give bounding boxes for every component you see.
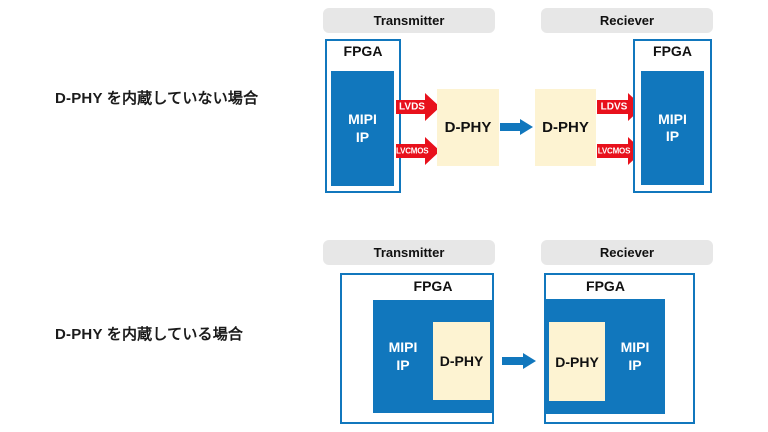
fpga-label-rx-external: FPGA: [653, 43, 692, 59]
lvds-arrow-tx: LVDS: [396, 93, 440, 121]
link-arrow-top: [500, 119, 533, 135]
dphy-block-rx-integrated: D-PHY: [549, 322, 605, 401]
header-receiver-bottom: Reciever: [541, 240, 713, 265]
arrow-body: [597, 100, 629, 114]
ldvs-arrow-label: LDVS: [600, 101, 628, 113]
arrow-head: [425, 137, 440, 165]
header-transmitter-bottom: Transmitter: [323, 240, 495, 265]
mipi-ip-block-tx-external: MIPI IP: [331, 71, 394, 186]
mipi-ip-label-tx: MIPI IP: [388, 339, 418, 373]
mipi-ip-label-rx: MIPI IP: [620, 339, 650, 373]
fpga-label-tx-external: FPGA: [343, 43, 383, 59]
arrow-body: [396, 100, 426, 114]
lvcmos-arrow-label: LVCMOS: [597, 146, 631, 156]
arrow-head: [523, 353, 536, 369]
dphy-chip-rx: D-PHY: [535, 89, 596, 166]
arrow-body: [500, 123, 521, 131]
fpga-box-rx-integrated: FPGA D-PHY MIPI IP: [544, 273, 695, 424]
header-receiver-top: Reciever: [541, 8, 713, 33]
fpga-label-tx-integrated: FPGA: [413, 278, 453, 294]
arrow-body: [396, 144, 426, 158]
arrow-body: [597, 144, 629, 158]
caption-case-with-dphy: D-PHY を内蔵している場合: [55, 326, 244, 343]
fpga-box-rx-external: FPGA MIPI IP: [633, 39, 712, 193]
link-arrow-bottom: [502, 353, 536, 369]
arrow-body: [502, 357, 524, 365]
mipi-ip-block-tx-integrated: MIPI IP D-PHY: [373, 300, 493, 413]
header-transmitter-top: Transmitter: [323, 8, 495, 33]
fpga-box-tx-integrated: FPGA MIPI IP D-PHY: [340, 273, 494, 424]
lvds-arrow-label: LVDS: [399, 101, 425, 113]
caption-case-without-dphy: D-PHY を内蔵していない場合: [55, 90, 259, 107]
dphy-chip-tx: D-PHY: [437, 89, 499, 166]
lvcmos-arrow-tx: LVCMOS: [396, 137, 440, 165]
fpga-box-tx-external: FPGA MIPI IP: [325, 39, 401, 193]
mipi-ip-block-rx-integrated: D-PHY MIPI IP: [546, 299, 665, 414]
fpga-label-rx-integrated: FPGA: [586, 278, 625, 294]
mipi-ip-block-rx-external: MIPI IP: [641, 71, 704, 185]
arrow-head: [425, 93, 440, 121]
dphy-block-tx-integrated: D-PHY: [433, 322, 490, 400]
arrow-head: [520, 119, 533, 135]
lvcmos-arrow-label: LVCMOS: [396, 146, 429, 156]
